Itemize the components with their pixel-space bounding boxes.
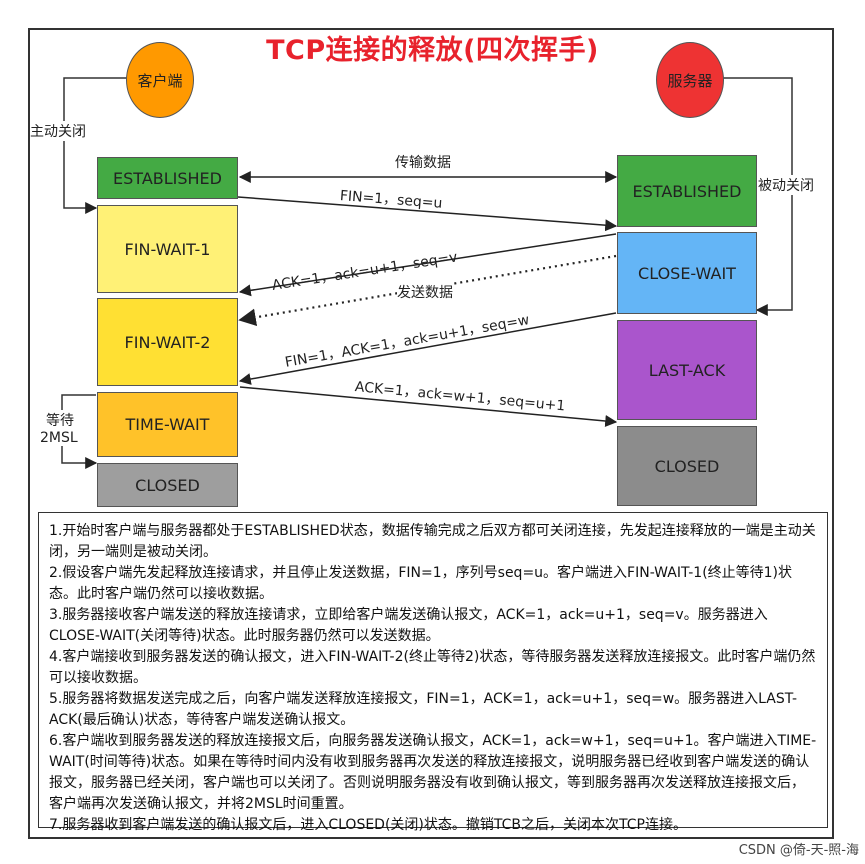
server-state-last-ack: LAST-ACK	[617, 320, 757, 420]
server-data-label: 发送数据	[397, 282, 453, 302]
passive-close-label: 被动关闭	[758, 175, 814, 195]
client-state-fin-wait-1: FIN-WAIT-1	[97, 205, 238, 293]
server-state-close-wait: CLOSE-WAIT	[617, 232, 757, 314]
client-node: 客户端	[126, 42, 194, 118]
note-2: 2.假设客户端先发起释放连接请求，并且停止发送数据，FIN=1，序列号seq=u…	[49, 565, 793, 602]
client-label: 客户端	[137, 71, 183, 90]
data-transfer-label: 传输数据	[395, 155, 451, 171]
client-state-fin-wait-2: FIN-WAIT-2	[97, 298, 238, 386]
diagram-frame	[28, 28, 834, 839]
server-state-closed: CLOSED	[617, 426, 757, 506]
note-5: 5.服务器将数据发送完成之后，向客户端发送释放连接报文，FIN=1，ACK=1，…	[49, 691, 798, 728]
diagram-title: TCP连接的释放(四次挥手)	[266, 35, 599, 66]
server-label: 服务器	[667, 71, 713, 90]
note-6: 6.客户端收到服务器发送的释放连接报文后，向服务器发送确认报文，ACK=1，ac…	[49, 733, 817, 812]
server-node: 服务器	[656, 42, 724, 118]
note-3: 3.服务器接收客户端发送的释放连接请求，立即给客户端发送确认报文，ACK=1，a…	[49, 607, 768, 644]
wait-2msl-label-line1: 等待	[46, 410, 74, 430]
client-state-closed: CLOSED	[97, 463, 238, 507]
server-state-established: ESTABLISHED	[617, 155, 757, 227]
active-close-label: 主动关闭	[30, 121, 86, 141]
client-state-time-wait: TIME-WAIT	[97, 392, 238, 457]
wait-2msl-label-line2: 2MSL	[40, 430, 78, 446]
note-4: 4.客户端接收到服务器发送的确认报文，进入FIN-WAIT-2(终止等待2)状态…	[49, 649, 816, 686]
note-1: 1.开始时客户端与服务器都处于ESTABLISHED状态，数据传输完成之后双方都…	[49, 523, 816, 560]
explanation-notes: 1.开始时客户端与服务器都处于ESTABLISHED状态，数据传输完成之后双方都…	[38, 512, 828, 833]
watermark: CSDN @倚-天-照-海	[738, 843, 859, 858]
note-7: 7.服务器收到客户端发送的确认报文后，进入CLOSED(关闭)状态。撤销TCB之…	[49, 817, 687, 833]
client-state-established: ESTABLISHED	[97, 157, 238, 199]
